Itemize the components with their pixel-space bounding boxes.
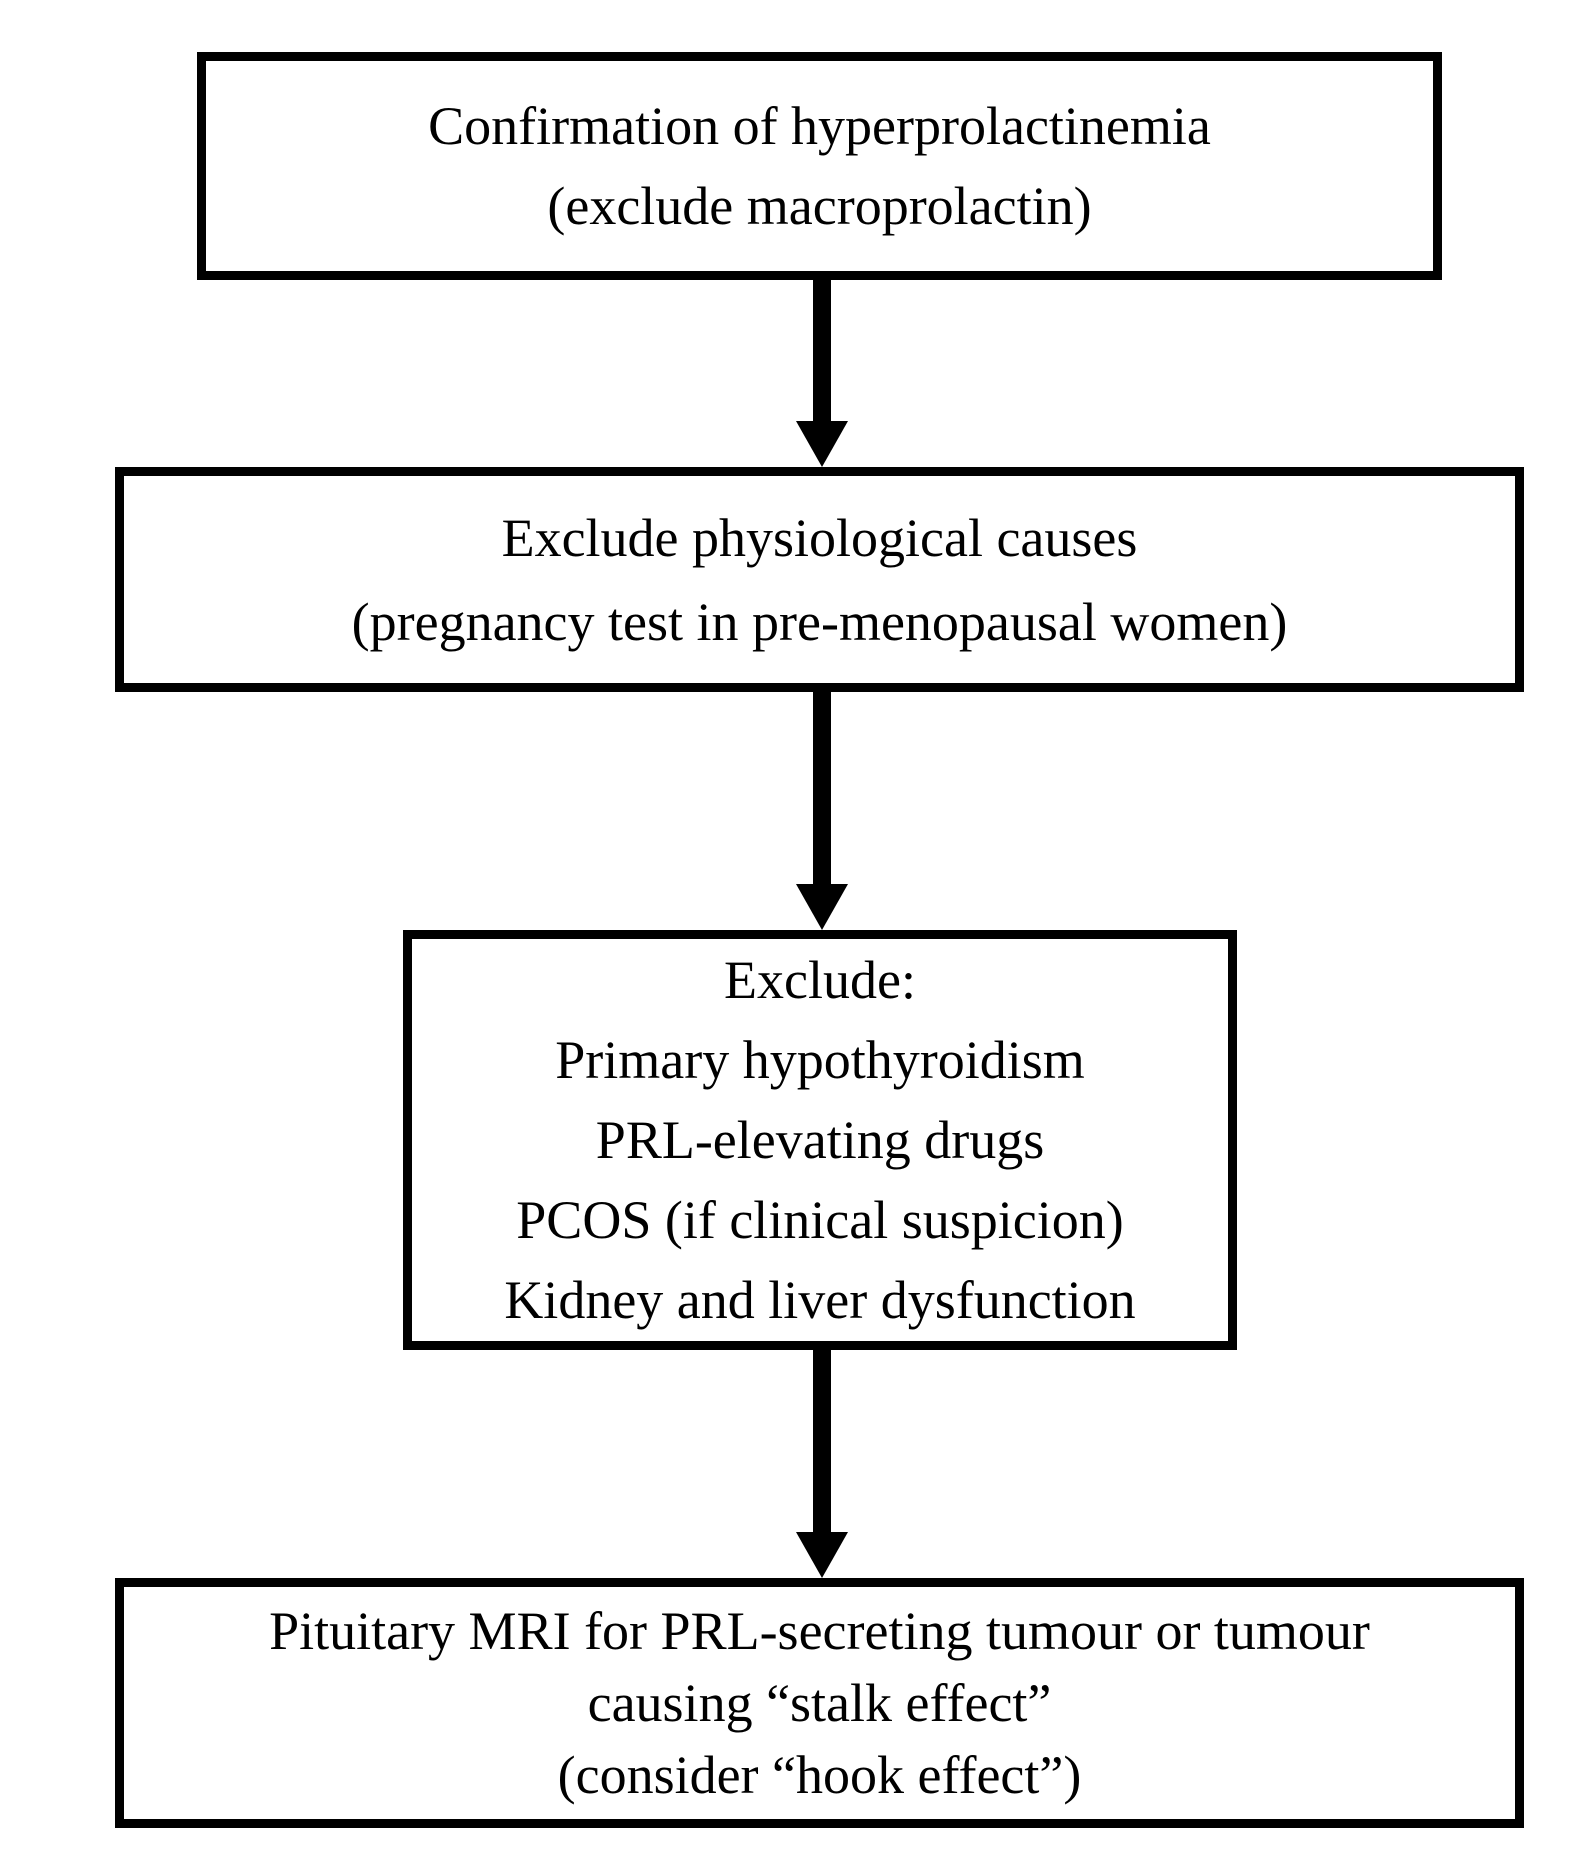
arrow-shaft: [813, 278, 831, 421]
box-text-line: Exclude:: [724, 950, 916, 1010]
flow-box-exclude-physiological-causes: Exclude physiological causes (pregnancy …: [115, 467, 1524, 692]
flow-box-pituitary-mri: Pituitary MRI for PRL-secreting tumour o…: [115, 1578, 1524, 1828]
box-text-line: PRL-elevating drugs: [595, 1110, 1045, 1170]
box-text-line: Confirmation of hyperprolactinemia: [428, 96, 1211, 156]
box-text-line: Primary hypothyroidism: [555, 1030, 1085, 1090]
down-arrow-2: [796, 692, 848, 930]
arrow-head-icon: [796, 884, 848, 930]
box-text-line: Exclude physiological causes: [501, 507, 1138, 568]
arrow-shaft: [813, 692, 831, 884]
box-text-line: (pregnancy test in pre-menopausal women): [351, 591, 1288, 652]
box-text-line: PCOS (if clinical suspicion): [516, 1190, 1124, 1250]
down-arrow-1: [796, 278, 848, 467]
arrow-head-icon: [796, 1532, 848, 1578]
box-text-line: (exclude macroprolactin): [547, 176, 1092, 236]
arrow-shaft: [813, 1350, 831, 1532]
flow-box-confirmation-hyperprolactinemia: Confirmation of hyperprolactinemia (excl…: [197, 52, 1442, 280]
flow-box-exclusion-list: Exclude: Primary hypothyroidism PRL-elev…: [403, 930, 1237, 1350]
box-text-line: Kidney and liver dysfunction: [504, 1270, 1136, 1330]
arrow-head-icon: [796, 421, 848, 467]
box-text-line: (consider “hook effect”): [557, 1745, 1082, 1805]
box-text-line: Pituitary MRI for PRL-secreting tumour o…: [269, 1601, 1370, 1661]
down-arrow-3: [796, 1350, 848, 1578]
box-text-line: causing “stalk effect”: [587, 1673, 1052, 1733]
